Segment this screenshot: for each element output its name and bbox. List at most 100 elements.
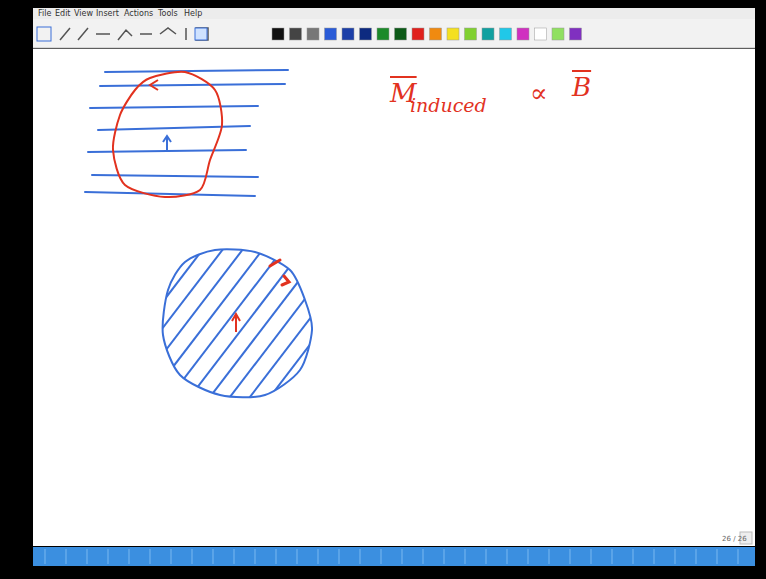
hatch-line: [200, 240, 330, 410]
strip-tick: [549, 549, 550, 564]
color-swatch: [325, 28, 337, 40]
strip-tick: [444, 549, 445, 564]
menu-item: Actions: [124, 10, 153, 18]
proportional-sign: ∝: [530, 80, 548, 106]
field-line: [98, 126, 250, 130]
menu-item: View: [74, 10, 93, 18]
strip-tick: [339, 549, 340, 564]
pen-icon: [37, 27, 51, 41]
color-swatch: [482, 28, 494, 40]
magnetization-arrow: [232, 314, 240, 332]
color-swatch: [517, 28, 529, 40]
hatch-line: [160, 240, 290, 410]
color-swatch: [342, 28, 354, 40]
canvas: [33, 49, 755, 546]
color-swatch: [500, 28, 512, 40]
color-swatch: [307, 28, 319, 40]
color-swatch: [377, 28, 389, 40]
surface-current-arrow: [270, 260, 289, 285]
strip-tick: [255, 549, 256, 564]
strip-tick: [171, 549, 172, 564]
color-swatch: [465, 28, 477, 40]
strip-tick: [528, 549, 529, 564]
strip-tick: [66, 549, 67, 564]
color-swatch: [412, 28, 424, 40]
menu-item: File: [38, 10, 51, 18]
hatch-line: [340, 240, 470, 410]
menu-item: Tools: [158, 10, 178, 18]
strip-tick: [717, 549, 718, 564]
menu-item: Insert: [96, 10, 119, 18]
strip-tick: [612, 549, 613, 564]
subscript: induced: [410, 96, 487, 115]
strip-tick: [675, 549, 676, 564]
strip-tick: [297, 549, 298, 564]
hatch-line: [20, 240, 150, 410]
hatch-line: [0, 240, 130, 410]
color-swatch: [552, 28, 564, 40]
magnetized-outline: [163, 249, 312, 397]
strip-tick: [570, 549, 571, 564]
toolbar-edge: [33, 48, 755, 49]
circulation-arrow: [150, 80, 158, 90]
material-outline: [113, 72, 222, 197]
tool-glyphs: [60, 28, 208, 40]
scroll-strip: [33, 547, 755, 566]
menu-item: Edit: [55, 10, 71, 18]
hatch-line: [260, 240, 390, 410]
color-palette: [272, 28, 582, 40]
strip-tick: [234, 549, 235, 564]
hatch-line: [120, 240, 250, 410]
strip-tick: [654, 549, 655, 564]
hatch-line: [300, 240, 430, 410]
tool-icons: [37, 27, 208, 41]
strip-tick: [633, 549, 634, 564]
color-swatch: [272, 28, 284, 40]
color-swatch: [430, 28, 442, 40]
strip-tick: [192, 549, 193, 564]
hand-drawing: [0, 70, 510, 410]
strip-tick: [276, 549, 277, 564]
field-line: [85, 192, 255, 196]
hatch-line: [320, 240, 450, 410]
hatching: [0, 240, 510, 410]
hatch-line: [180, 240, 310, 410]
strip-tick: [45, 549, 46, 564]
symbol-b: B: [572, 74, 591, 100]
hatch-line: [360, 240, 490, 410]
strip-tick: [381, 549, 382, 564]
strip-tick: [87, 549, 88, 564]
color-swatch: [447, 28, 459, 40]
hatch-line: [40, 240, 170, 410]
hatch-line: [380, 240, 510, 410]
hatch-line: [100, 240, 230, 410]
hatch-line: [140, 240, 270, 410]
strip-tick: [360, 549, 361, 564]
strip-tick: [129, 549, 130, 564]
field-line: [90, 106, 258, 108]
strip-tick: [591, 549, 592, 564]
color-swatch: [360, 28, 372, 40]
menu-item: Help: [184, 10, 202, 18]
strip-tick: [402, 549, 403, 564]
hatch-line: [80, 240, 210, 410]
strip-tick: [108, 549, 109, 564]
strip-tick: [213, 549, 214, 564]
hatch-line: [60, 240, 190, 410]
strip-tick: [507, 549, 508, 564]
strip-tick: [423, 549, 424, 564]
strip-tick: [486, 549, 487, 564]
hatch-line: [280, 240, 410, 410]
strip-ticks: [45, 549, 738, 564]
strip-tick: [738, 549, 739, 564]
field-line: [105, 70, 288, 72]
field-line: [92, 175, 258, 177]
toolbar: [33, 19, 755, 48]
color-swatch: [570, 28, 582, 40]
select-icon: [195, 28, 207, 40]
color-swatch: [395, 28, 407, 40]
strip-tick: [318, 549, 319, 564]
strip-tick: [150, 549, 151, 564]
